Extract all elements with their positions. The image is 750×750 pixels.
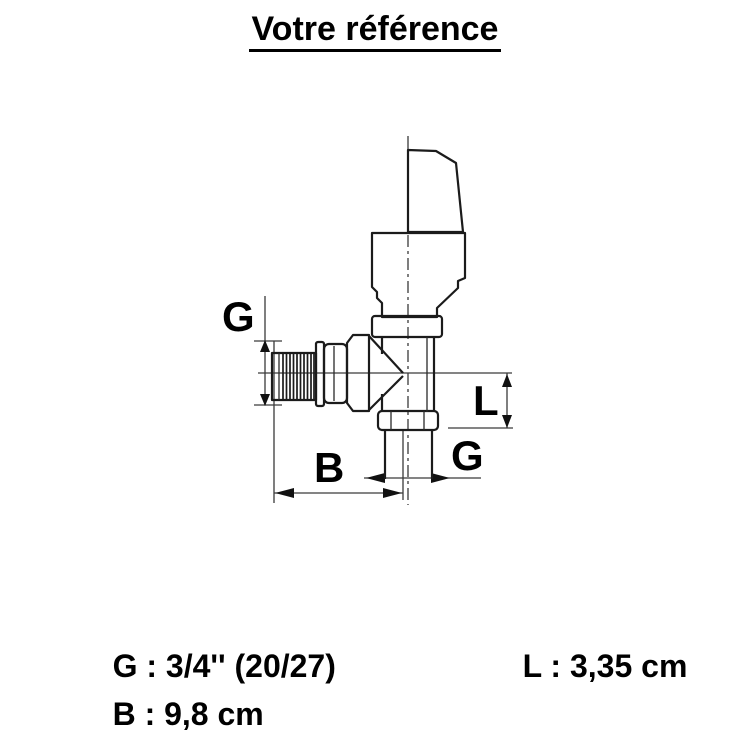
spec-row-b: B : 9,8 cm bbox=[77, 659, 264, 750]
dimension-label-g-outlet: G bbox=[451, 432, 484, 479]
spec-row-g: G : 3/4'' (20/27) bbox=[77, 611, 336, 721]
spec-g-label: G bbox=[112, 647, 138, 684]
spec-g-value: 3/4'' (20/27) bbox=[165, 647, 336, 684]
spec-b-value: 9,8 cm bbox=[164, 695, 264, 732]
page-title: Votre référence bbox=[248, 10, 502, 53]
dimension-label-l: L bbox=[473, 377, 499, 424]
dimension-label-g-inlet: G bbox=[222, 293, 255, 340]
spec-l-value: 3,35 cm bbox=[569, 647, 688, 684]
spec-b-label: B bbox=[112, 695, 136, 732]
page-header: Votre référence bbox=[0, 10, 750, 53]
dimension-label-b: B bbox=[314, 444, 345, 491]
spec-g-separator: : bbox=[137, 647, 166, 684]
spec-b-separator: : bbox=[135, 695, 165, 732]
spec-l-separator: : bbox=[541, 647, 570, 684]
spec-row-l: L : 3,35 cm bbox=[487, 611, 688, 721]
spec-l-label: L bbox=[522, 647, 542, 684]
